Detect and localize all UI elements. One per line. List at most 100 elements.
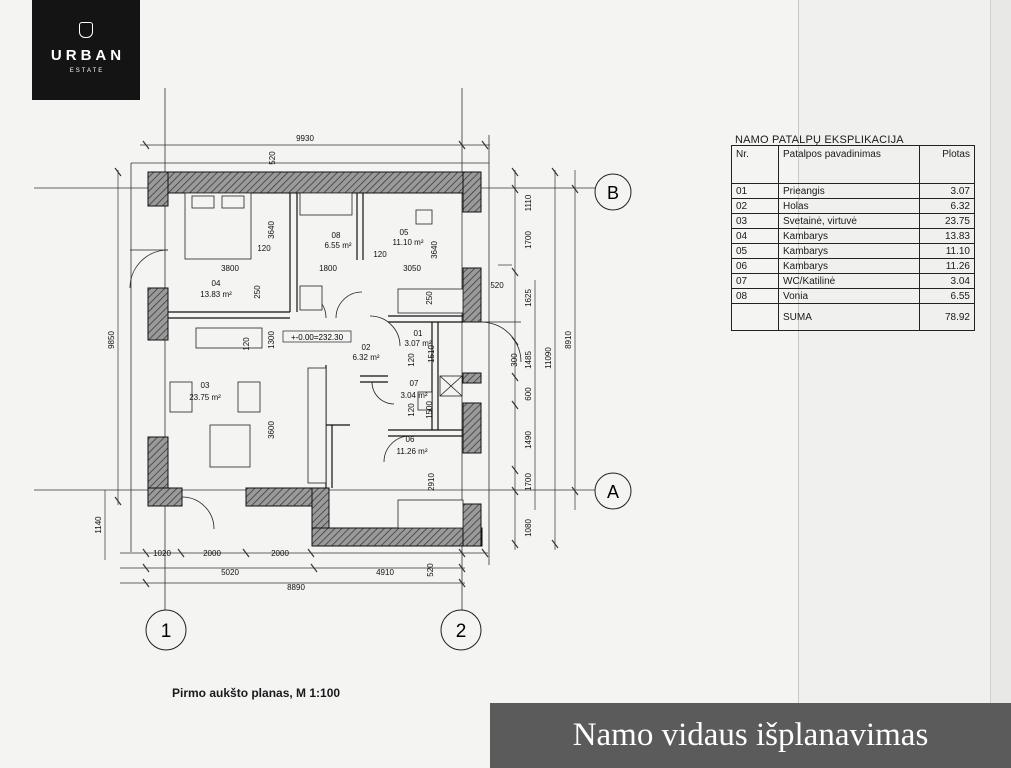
plan-caption: Pirmo aukšto planas, M 1:100 (172, 686, 341, 700)
svg-text:120: 120 (373, 250, 387, 259)
svg-text:1020: 1020 (153, 549, 171, 558)
room-06-area: 11.26 m² (397, 447, 428, 456)
page-edge (990, 0, 1011, 768)
svg-text:300: 300 (510, 353, 519, 367)
svg-text:1300: 1300 (267, 331, 276, 349)
svg-text:2000: 2000 (203, 549, 221, 558)
room-05-area: 11.10 m² (393, 238, 424, 247)
dimension-lines (104, 140, 579, 588)
facing-page (798, 0, 1011, 768)
svg-text:5020: 5020 (221, 568, 239, 577)
level-marker: +-0.00=232.30 (282, 330, 352, 343)
logo-mark-icon (79, 22, 93, 38)
svg-text:1700: 1700 (524, 473, 533, 491)
svg-text:2910: 2910 (427, 473, 436, 491)
armchair-icon (169, 381, 193, 413)
axis-marker-a: A (594, 472, 632, 510)
svg-text:B: B (607, 183, 619, 203)
svg-text:120: 120 (407, 403, 416, 417)
svg-text:8890: 8890 (287, 583, 305, 592)
kitchen-counter-icon (307, 367, 327, 484)
room-07-number: 07 (410, 379, 419, 388)
svg-text:1490: 1490 (524, 431, 533, 449)
axis-marker-1: 1 (145, 609, 187, 651)
svg-text:3640: 3640 (430, 241, 439, 259)
axis-marker-b: B (594, 173, 632, 211)
svg-text:A: A (607, 482, 619, 502)
svg-text:120: 120 (407, 353, 416, 367)
svg-text:250: 250 (253, 285, 262, 299)
svg-text:1500: 1500 (425, 401, 434, 419)
svg-text:1080: 1080 (524, 519, 533, 537)
svg-text:1800: 1800 (319, 264, 337, 273)
table-header-row: Nr. Patalpos pavadinimas Plotas (731, 145, 975, 184)
bathtub-icon (299, 192, 353, 216)
logo-name: URBAN (50, 47, 126, 64)
furniture (169, 192, 464, 529)
svg-text:3600: 3600 (267, 421, 276, 439)
dining-table-icon (209, 424, 251, 468)
room-03-area: 23.75 m² (189, 393, 221, 402)
svg-text:4910: 4910 (376, 568, 394, 577)
svg-text:2000: 2000 (271, 549, 289, 558)
svg-text:1625: 1625 (524, 289, 533, 307)
svg-text:3050: 3050 (403, 264, 421, 273)
desk-icon (415, 209, 433, 225)
header-area: Plotas (919, 145, 975, 184)
svg-text:2: 2 (456, 621, 467, 642)
svg-text:1110: 1110 (524, 194, 533, 211)
svg-text:9850: 9850 (107, 331, 116, 349)
room-04-number: 04 (212, 279, 221, 288)
room-02-area: 6.32 m² (352, 353, 379, 362)
pillow-icon (191, 195, 215, 209)
explication-title: NAMO PATALPŲ EKSPLIKACIJA (735, 134, 904, 146)
walls (147, 171, 483, 547)
room-07-area: 3.04 m² (400, 391, 427, 400)
shower-icon (299, 285, 323, 311)
room-03-number: 03 (201, 381, 210, 390)
title-banner: Namo vidaus išplanavimas (490, 703, 1011, 768)
room-01-number: 01 (414, 329, 423, 338)
axis-markers: B A 1 2 (145, 173, 632, 651)
pillow-icon (221, 195, 245, 209)
svg-text:8910: 8910 (564, 331, 573, 349)
bed-icon (397, 288, 464, 314)
sum-value: 78.92 (919, 303, 975, 331)
room-08-area: 6.55 m² (324, 241, 351, 250)
room-01-area: 3.07 m² (404, 339, 431, 348)
room-labels: 04 13.83 m² 08 6.55 m² 05 11.10 m² 02 6.… (189, 228, 432, 456)
svg-text:520: 520 (490, 281, 504, 290)
logo-subtitle: ESTATE (69, 68, 105, 74)
svg-text:120: 120 (242, 337, 251, 351)
room-06-number: 06 (406, 435, 415, 444)
svg-text:1: 1 (161, 621, 172, 642)
svg-text:1510: 1510 (427, 345, 436, 363)
room-04-area: 13.83 m² (200, 290, 232, 299)
svg-text:250: 250 (425, 291, 434, 305)
header-nr: Nr. (731, 145, 779, 184)
svg-text:3800: 3800 (221, 264, 239, 273)
room-05-number: 05 (400, 228, 409, 237)
header-name: Patalpos pavadinimas (778, 145, 920, 184)
toilet-icon (417, 391, 433, 411)
bed-icon (397, 499, 464, 529)
dimension-labels: 9930 520 9850 1140 1110 1700 1625 300 60… (94, 134, 573, 592)
room-08-number: 08 (332, 231, 341, 240)
svg-text:120: 120 (257, 244, 271, 253)
axis-marker-2: 2 (440, 609, 482, 651)
svg-text:520: 520 (268, 151, 277, 165)
armchair-icon (237, 381, 261, 413)
urban-estate-logo[interactable]: URBAN ESTATE (32, 0, 140, 100)
svg-text:1485: 1485 (524, 351, 533, 369)
